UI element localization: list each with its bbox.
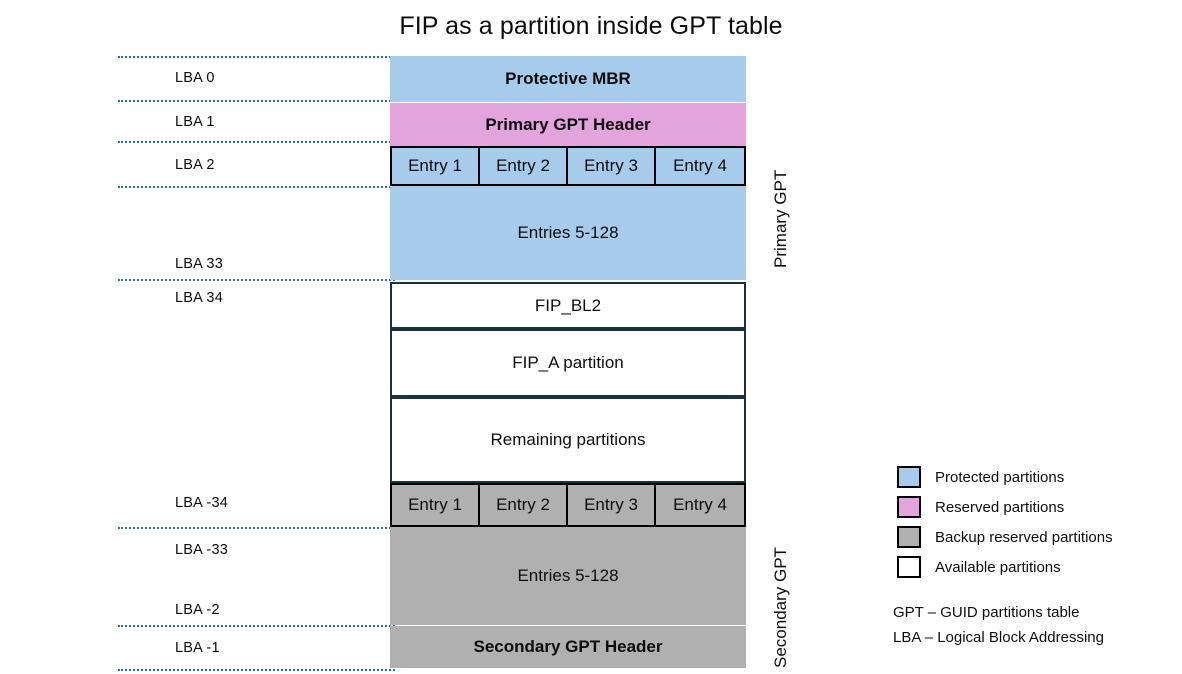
legend-row: Protected partitions bbox=[897, 462, 1113, 492]
gpt-entry-cell: Entry 3 bbox=[568, 148, 656, 184]
gpt-entry-cell: Entry 1 bbox=[392, 148, 480, 184]
lba-label: LBA 33 bbox=[175, 256, 223, 272]
lba-guide-line-3 bbox=[118, 186, 395, 188]
partition-band: Primary GPT Header bbox=[390, 103, 746, 146]
partition-band: Remaining partitions bbox=[390, 397, 746, 483]
legend-row: Reserved partitions bbox=[897, 492, 1113, 522]
lba-guide-line-4 bbox=[118, 279, 395, 281]
lba-label: LBA 2 bbox=[175, 157, 215, 173]
legend-row: Backup reserved partitions bbox=[897, 522, 1113, 552]
legend-color-swatch bbox=[897, 496, 921, 518]
lba-label: LBA -2 bbox=[175, 602, 220, 618]
gpt-entry-cell: Entry 4 bbox=[656, 148, 744, 184]
gpt-region-label: Secondary GPT bbox=[771, 547, 790, 668]
lba-guide-line-0 bbox=[118, 56, 395, 58]
page-title: FIP as a partition inside GPT table bbox=[399, 12, 783, 40]
lba-label: LBA -34 bbox=[175, 495, 228, 511]
gpt-region-label: Primary GPT bbox=[771, 169, 790, 268]
legend-color-swatch bbox=[897, 556, 921, 578]
legend-row: Available partitions bbox=[897, 552, 1113, 582]
partition-band: FIP_A partition bbox=[390, 329, 746, 397]
legend-label: Reserved partitions bbox=[935, 498, 1065, 516]
partition-band: FIP_BL2 bbox=[390, 282, 746, 329]
lba-guide-line-7 bbox=[118, 669, 395, 671]
lba-label: LBA -33 bbox=[175, 542, 228, 558]
gpt-entry-cell: Entry 2 bbox=[480, 148, 568, 184]
lba-guide-line-5 bbox=[118, 527, 395, 529]
abbreviation-line: GPT – GUID partitions table bbox=[893, 604, 1080, 621]
legend-label: Available partitions bbox=[935, 558, 1061, 576]
lba-label: LBA 1 bbox=[175, 114, 215, 130]
partition-band: Protective MBR bbox=[390, 56, 746, 102]
abbreviation-line: LBA – Logical Block Addressing bbox=[893, 629, 1104, 646]
legend-label: Protected partitions bbox=[935, 468, 1065, 486]
legend-label: Backup reserved partitions bbox=[935, 528, 1113, 546]
lba-label: LBA -1 bbox=[175, 640, 220, 656]
lba-guide-line-6 bbox=[118, 625, 395, 627]
partition-band: Entries 5-128 bbox=[390, 186, 746, 280]
gpt-entry-cell: Entry 3 bbox=[568, 485, 656, 525]
lba-label: LBA 34 bbox=[175, 290, 223, 306]
partition-band: Entries 5-128 bbox=[390, 527, 746, 625]
gpt-entry-cell: Entry 1 bbox=[392, 485, 480, 525]
legend-color-swatch bbox=[897, 466, 921, 488]
lba-guide-line-1 bbox=[118, 100, 395, 102]
lba-guide-line-2 bbox=[118, 141, 395, 143]
legend-color-swatch bbox=[897, 526, 921, 548]
lba-label: LBA 0 bbox=[175, 70, 215, 86]
gpt-entry-cell: Entry 2 bbox=[480, 485, 568, 525]
gpt-entry-cell: Entry 4 bbox=[656, 485, 744, 525]
partition-band: Secondary GPT Header bbox=[390, 626, 746, 668]
